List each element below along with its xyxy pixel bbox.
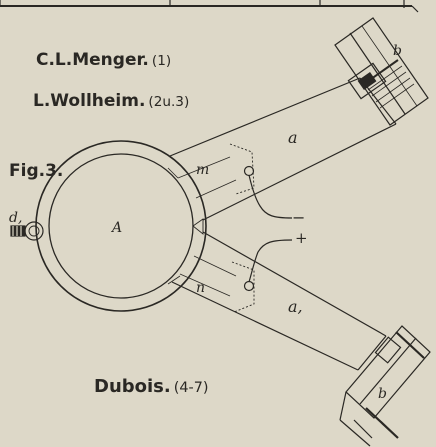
terminal-lower [243,280,255,292]
caption-wollheim-name: L.Wollheim. [33,91,146,111]
label-screw: d, [9,210,22,226]
label-terminal-plus: + [295,229,308,247]
caption-wollheim: L.Wollheim.(2u.3) [33,91,189,111]
label-arm-lower: a, [288,297,303,316]
figure-number: Fig.3. [9,161,64,181]
label-terminal-minus: − [292,208,305,227]
upper-arm [169,77,397,221]
caption-wollheim-ref: (2u.3) [148,94,190,110]
terminal-upper [243,165,255,177]
label-clamp-lower: b [378,386,387,402]
label-clamp-upper: b [393,43,402,59]
upper-clamp [334,17,429,126]
lower-arm [171,231,387,371]
caption-menger-ref: (1) [151,53,172,69]
lower-clamp [339,325,431,447]
caption-menger-name: C.L.Menger. [36,50,149,70]
side-screw [10,221,44,241]
label-ring: A [110,220,122,236]
caption-dubois-name: Dubois. [94,376,171,397]
caption-menger: C.L.Menger.(1) [36,50,171,70]
label-arm-upper: a [288,128,298,147]
label-pole-upper: m [196,162,209,178]
top-frame [0,0,419,13]
caption-dubois: Dubois.(4-7) [94,376,208,397]
label-pole-lower: n [196,280,205,296]
caption-dubois-ref: (4-7) [173,380,209,396]
wiring [243,165,293,292]
